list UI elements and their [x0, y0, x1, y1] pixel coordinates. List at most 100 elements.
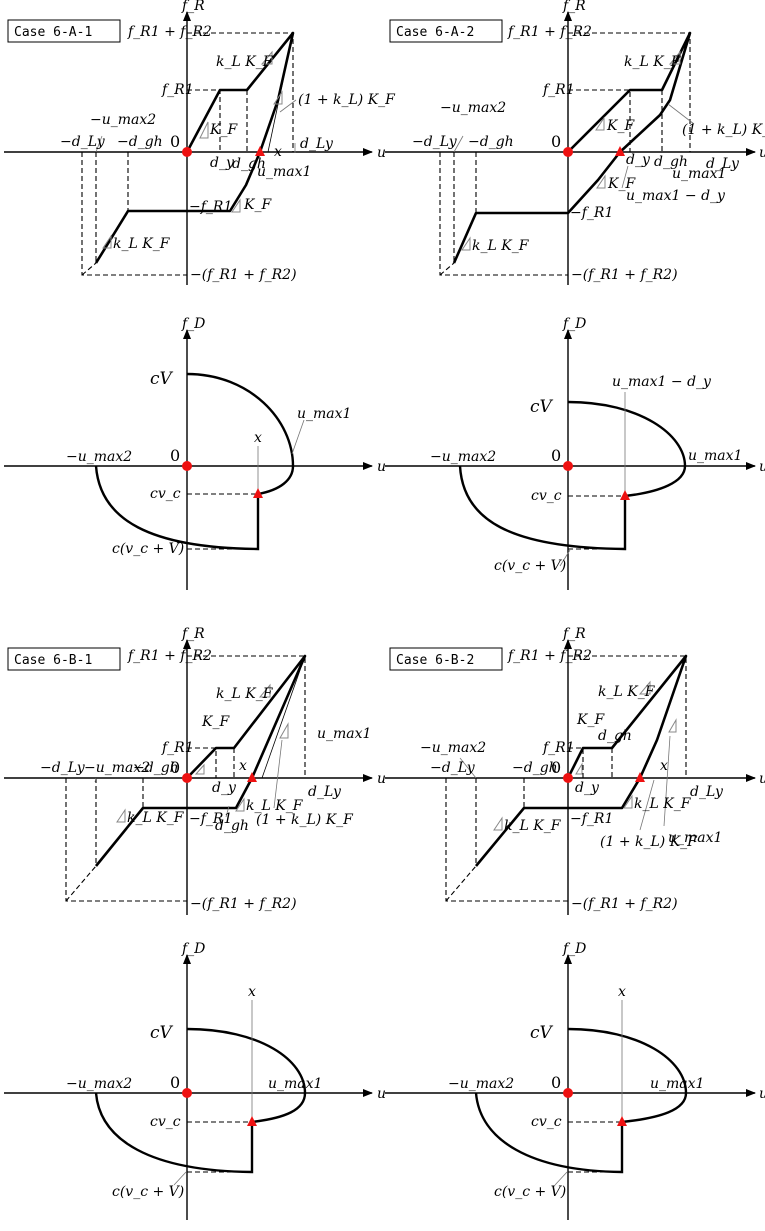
u-axis-label: u — [377, 459, 386, 475]
label-klkf-bottom: k_L K_F — [472, 238, 530, 254]
lower-loop-curve — [94, 465, 260, 551]
klkf-triangle — [260, 50, 273, 65]
label-klkf-bottom: k_L K_F — [113, 236, 171, 252]
label-fr1-plus-fr2: f_R1 + f_R2 — [127, 24, 212, 40]
guide-lines — [568, 495, 625, 550]
kf-triangle — [194, 763, 205, 775]
kf-triangle — [575, 762, 583, 775]
label-one-plus-kl-kf: (1 + k_L) K_F — [298, 92, 396, 108]
leaders — [559, 392, 626, 567]
fr-axis-label: f_R — [181, 0, 205, 14]
upper-loop-curve — [567, 1027, 688, 1124]
klkf-triangle — [638, 680, 651, 695]
x-point-marker — [255, 146, 265, 156]
label-umax1: u_max1 — [317, 726, 371, 742]
label-klkf-mid: k_L K_F — [246, 798, 304, 814]
onepluskl-triangle — [668, 718, 677, 733]
origin-point — [182, 1088, 192, 1098]
label-neg-umax2: −u_max2 — [84, 760, 150, 776]
x-point-marker — [615, 146, 625, 156]
label-dly: d_Ly — [706, 156, 740, 172]
label-neg-dly: −d_Ly — [430, 760, 476, 776]
label-neg-fr1: −f_R1 — [570, 811, 613, 827]
origin-point — [182, 773, 192, 783]
label-one-plus-kl-kf: (1 + k_L) K_F — [600, 834, 698, 850]
label-neg-fr1: −f_R1 — [189, 811, 232, 827]
label-x: x — [239, 758, 247, 774]
origin-label: 0 — [170, 446, 180, 465]
label-cvc: cv_c — [150, 1114, 181, 1130]
u-axis-label: u — [759, 1086, 765, 1102]
u-axis-label: u — [377, 771, 386, 787]
origin-point — [563, 147, 573, 157]
label-cvc: cv_c — [531, 488, 562, 504]
label-c-sum: c(v_c + V) — [112, 541, 184, 557]
label-umax1: u_max1 — [688, 448, 742, 464]
u-axis-label: u — [377, 145, 386, 161]
fr-axis-label: f_R — [562, 626, 586, 642]
label-umax1: u_max1 — [668, 830, 722, 846]
label-neg-sum: −(f_R1 + f_R2) — [190, 896, 297, 912]
klkf-bottom-triangle — [461, 236, 471, 251]
leaders — [257, 419, 305, 494]
panel-case-6-a-2: Case 6-A-2 u f_R 0 f_R1 + f_R2 f_R1 −f_R… — [385, 0, 765, 285]
label-fr1: f_R1 — [542, 740, 575, 756]
leaders — [173, 1000, 253, 1186]
label-fr1-plus-fr2: f_R1 + f_R2 — [507, 24, 592, 40]
label-neg-dly: −d_Ly — [40, 760, 86, 776]
label-kf: K_F — [606, 118, 635, 134]
origin-label: 0 — [551, 1073, 561, 1092]
label-c-sum: c(v_c + V) — [112, 1184, 184, 1200]
case-label: Case 6-A-1 — [14, 25, 92, 40]
label-klkf-top: k_L K_F — [598, 684, 656, 700]
label-x: x — [254, 430, 262, 446]
origin-point — [182, 461, 192, 471]
label-neg-umax2: −u_max2 — [90, 112, 156, 128]
label-dy: d_y — [210, 155, 235, 171]
label-cv: cV — [530, 1023, 554, 1043]
leaders — [554, 1000, 623, 1186]
label-umax1: u_max1 — [257, 164, 311, 180]
case-label: Case 6-B-1 — [14, 653, 92, 668]
upper-loop-curve — [186, 372, 295, 496]
umax2-leader — [453, 135, 464, 153]
x-point-marker — [620, 490, 630, 500]
panel-case-6-a-1: Case 6-A-1 u f_R 0 f_R1 + f_R2 f_R1 −f_R… — [4, 0, 396, 285]
hysteresis-curve — [452, 31, 692, 264]
label-klkf-mid: k_L K_F — [634, 796, 692, 812]
label-fr1: f_R1 — [542, 82, 575, 98]
hysteresis-curve — [474, 654, 688, 867]
x-point-marker — [247, 1116, 257, 1126]
x-point-marker — [635, 772, 645, 782]
oneplus-leader — [279, 99, 297, 113]
label-neg-umax2: −u_max2 — [420, 740, 486, 756]
guide-lines — [187, 493, 258, 550]
label-x: x — [274, 144, 282, 160]
label-c-sum: c(v_c + V) — [494, 558, 566, 574]
lower-loop-curve — [458, 465, 627, 551]
lower-loop-curve — [94, 1092, 254, 1174]
u-axis-label: u — [759, 459, 765, 475]
kf2-triangle — [231, 198, 241, 213]
label-cv: cV — [150, 369, 174, 389]
label-cvc: cv_c — [531, 1114, 562, 1130]
panel-case-6-b-1: Case 6-B-1 u f_R 0 f_R1 + f_R2 f_R1 −f_R… — [4, 626, 386, 915]
origin-point — [563, 461, 573, 471]
label-umax1: u_max1 — [650, 1076, 704, 1092]
klkf-triangle — [258, 683, 271, 698]
label-x: x — [618, 984, 626, 1000]
u-axis-label: u — [377, 1086, 386, 1102]
label-neg-sum: −(f_R1 + f_R2) — [571, 267, 678, 283]
klkf-triangle — [668, 50, 681, 65]
label-neg-dgh: −d_gh — [512, 760, 558, 776]
label-umax1-minus-dy: u_max1 − d_y — [626, 188, 726, 204]
x-point-marker — [247, 772, 257, 782]
onepluskl-triangle — [279, 722, 289, 739]
panel-fd-a1: u f_D 0 cV u_max1 −u_max2 x cv_c c(v_c +… — [4, 316, 386, 590]
case-label: Case 6-A-2 — [396, 25, 474, 40]
fd-axis-label: f_D — [181, 316, 205, 332]
label-neg-dgh: −d_gh — [117, 134, 163, 150]
hysteresis-curve — [94, 654, 307, 867]
umax2-leader — [95, 135, 103, 153]
label-dy: d_y — [626, 152, 651, 168]
